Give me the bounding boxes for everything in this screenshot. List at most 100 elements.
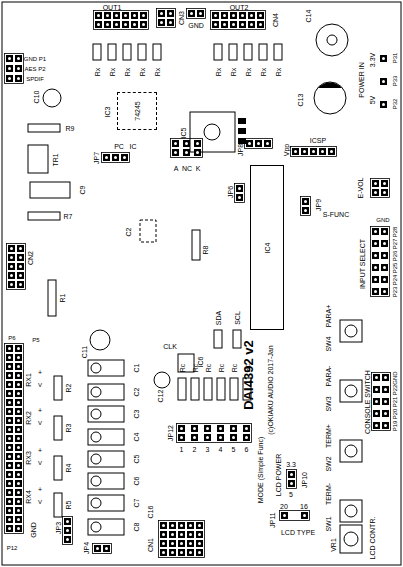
- solder-pad: [380, 55, 387, 62]
- regulator-hole: [204, 124, 220, 140]
- solder-pad: [255, 140, 262, 147]
- pad-hole: [171, 551, 174, 554]
- solder-pad: [196, 522, 203, 529]
- silkscreen-label: LCD CONTR.: [369, 517, 376, 560]
- resistor-symbol: [28, 212, 60, 220]
- resistor-symbol: [54, 493, 62, 517]
- solder-pad: [113, 21, 120, 28]
- part-label: 74245: [134, 101, 141, 120]
- solder-pad: [64, 536, 71, 543]
- solder-pad: [15, 453, 22, 460]
- header-outline: [102, 153, 130, 163]
- header-outline: [372, 373, 391, 431]
- resistor-symbol: [204, 378, 212, 400]
- capacitor-symbol: [88, 406, 124, 422]
- solder-pad: [221, 12, 228, 19]
- pad-hole: [115, 23, 118, 26]
- solder-pad: [187, 549, 194, 556]
- capacitor-symbol: [91, 522, 101, 532]
- silkscreen-label: K: [196, 165, 201, 172]
- solder-pad: [381, 276, 388, 283]
- pad-hole: [245, 427, 248, 430]
- solder-pad: [246, 140, 253, 147]
- silkscreen-label: P24: [392, 275, 398, 286]
- solder-pad: [328, 148, 335, 155]
- silkscreen-label: C2: [125, 228, 132, 237]
- pad-hole: [105, 156, 108, 159]
- header-outline: [187, 9, 206, 19]
- pad-hole: [180, 533, 183, 536]
- solder-pad: [191, 434, 198, 441]
- solder-pad: [17, 272, 24, 279]
- header-outline: [93, 544, 112, 554]
- header-outline: [301, 197, 311, 216]
- solder-pad: [17, 254, 24, 261]
- pad-hole: [97, 23, 100, 26]
- pad-hole: [266, 142, 269, 145]
- pad-hole: [142, 23, 145, 26]
- pad-hole: [238, 196, 241, 199]
- silkscreen-label: Rx: [94, 68, 101, 77]
- header-outline: [245, 139, 273, 149]
- switch-button: [345, 445, 357, 457]
- header-outline: [211, 11, 266, 30]
- silkscreen-label: CN3: [178, 11, 185, 25]
- pad-hole: [312, 150, 315, 153]
- resistor-symbol: [138, 44, 146, 60]
- pad-hole: [8, 464, 11, 467]
- silkscreen-label: R1: [59, 294, 66, 303]
- pad-hole: [382, 103, 385, 106]
- pad-hole: [375, 424, 378, 427]
- solder-pad: [160, 531, 167, 538]
- solder-pad: [381, 252, 388, 259]
- pad-hole: [375, 376, 378, 379]
- solder-pad: [373, 410, 380, 417]
- pad-hole: [8, 446, 11, 449]
- solder-pad: [381, 288, 388, 295]
- header-outline: [63, 517, 73, 545]
- pad-hole: [171, 533, 174, 536]
- solder-pad: [6, 372, 13, 379]
- silkscreen-label: S-FUNC: [323, 211, 349, 218]
- silkscreen-label: POWER IN: [358, 62, 365, 97]
- pad-hole: [374, 191, 377, 194]
- solder-pad: [382, 422, 389, 429]
- pad-hole: [196, 142, 199, 145]
- pad-hole: [106, 14, 109, 17]
- silkscreen-label: SW3: [325, 396, 332, 411]
- solder-pad: [382, 374, 389, 381]
- solder-pad: [6, 417, 13, 424]
- pad-hole: [133, 14, 136, 17]
- solder-pad: [64, 518, 71, 525]
- solder-pad: [6, 489, 13, 496]
- silkscreen-label: 5: [289, 491, 293, 498]
- pad-hole: [241, 23, 244, 26]
- silkscreen-label: Rx: [245, 68, 252, 77]
- capacitor-symbol: [88, 360, 124, 376]
- silkscreen-label: PARA+: [325, 305, 332, 328]
- pad-hole: [241, 14, 244, 17]
- silkscreen-label: C5: [133, 455, 140, 464]
- solder-pad: [196, 531, 203, 538]
- solder-pad: [15, 408, 22, 415]
- pad-hole: [17, 491, 20, 494]
- pad-hole: [283, 514, 286, 517]
- solder-pad: [178, 434, 185, 441]
- regulator-outline: [190, 112, 235, 152]
- pad-hole: [189, 524, 192, 527]
- header-outline: [371, 179, 390, 198]
- header-outline: [291, 147, 337, 157]
- solder-pad: [372, 180, 379, 187]
- solder-pad: [196, 540, 203, 547]
- pad-hole: [330, 150, 333, 153]
- pad-hole: [193, 436, 196, 439]
- silkscreen-label: P12: [7, 545, 18, 551]
- solder-pad: [183, 140, 190, 147]
- resistor-symbol: [153, 44, 161, 60]
- silkscreen-label: CN2: [27, 251, 34, 265]
- pad-hole: [180, 524, 183, 527]
- solder-pad: [319, 148, 326, 155]
- pad-hole: [66, 520, 69, 523]
- solder-pad: [6, 65, 13, 72]
- silkscreen-label: R3: [65, 424, 72, 433]
